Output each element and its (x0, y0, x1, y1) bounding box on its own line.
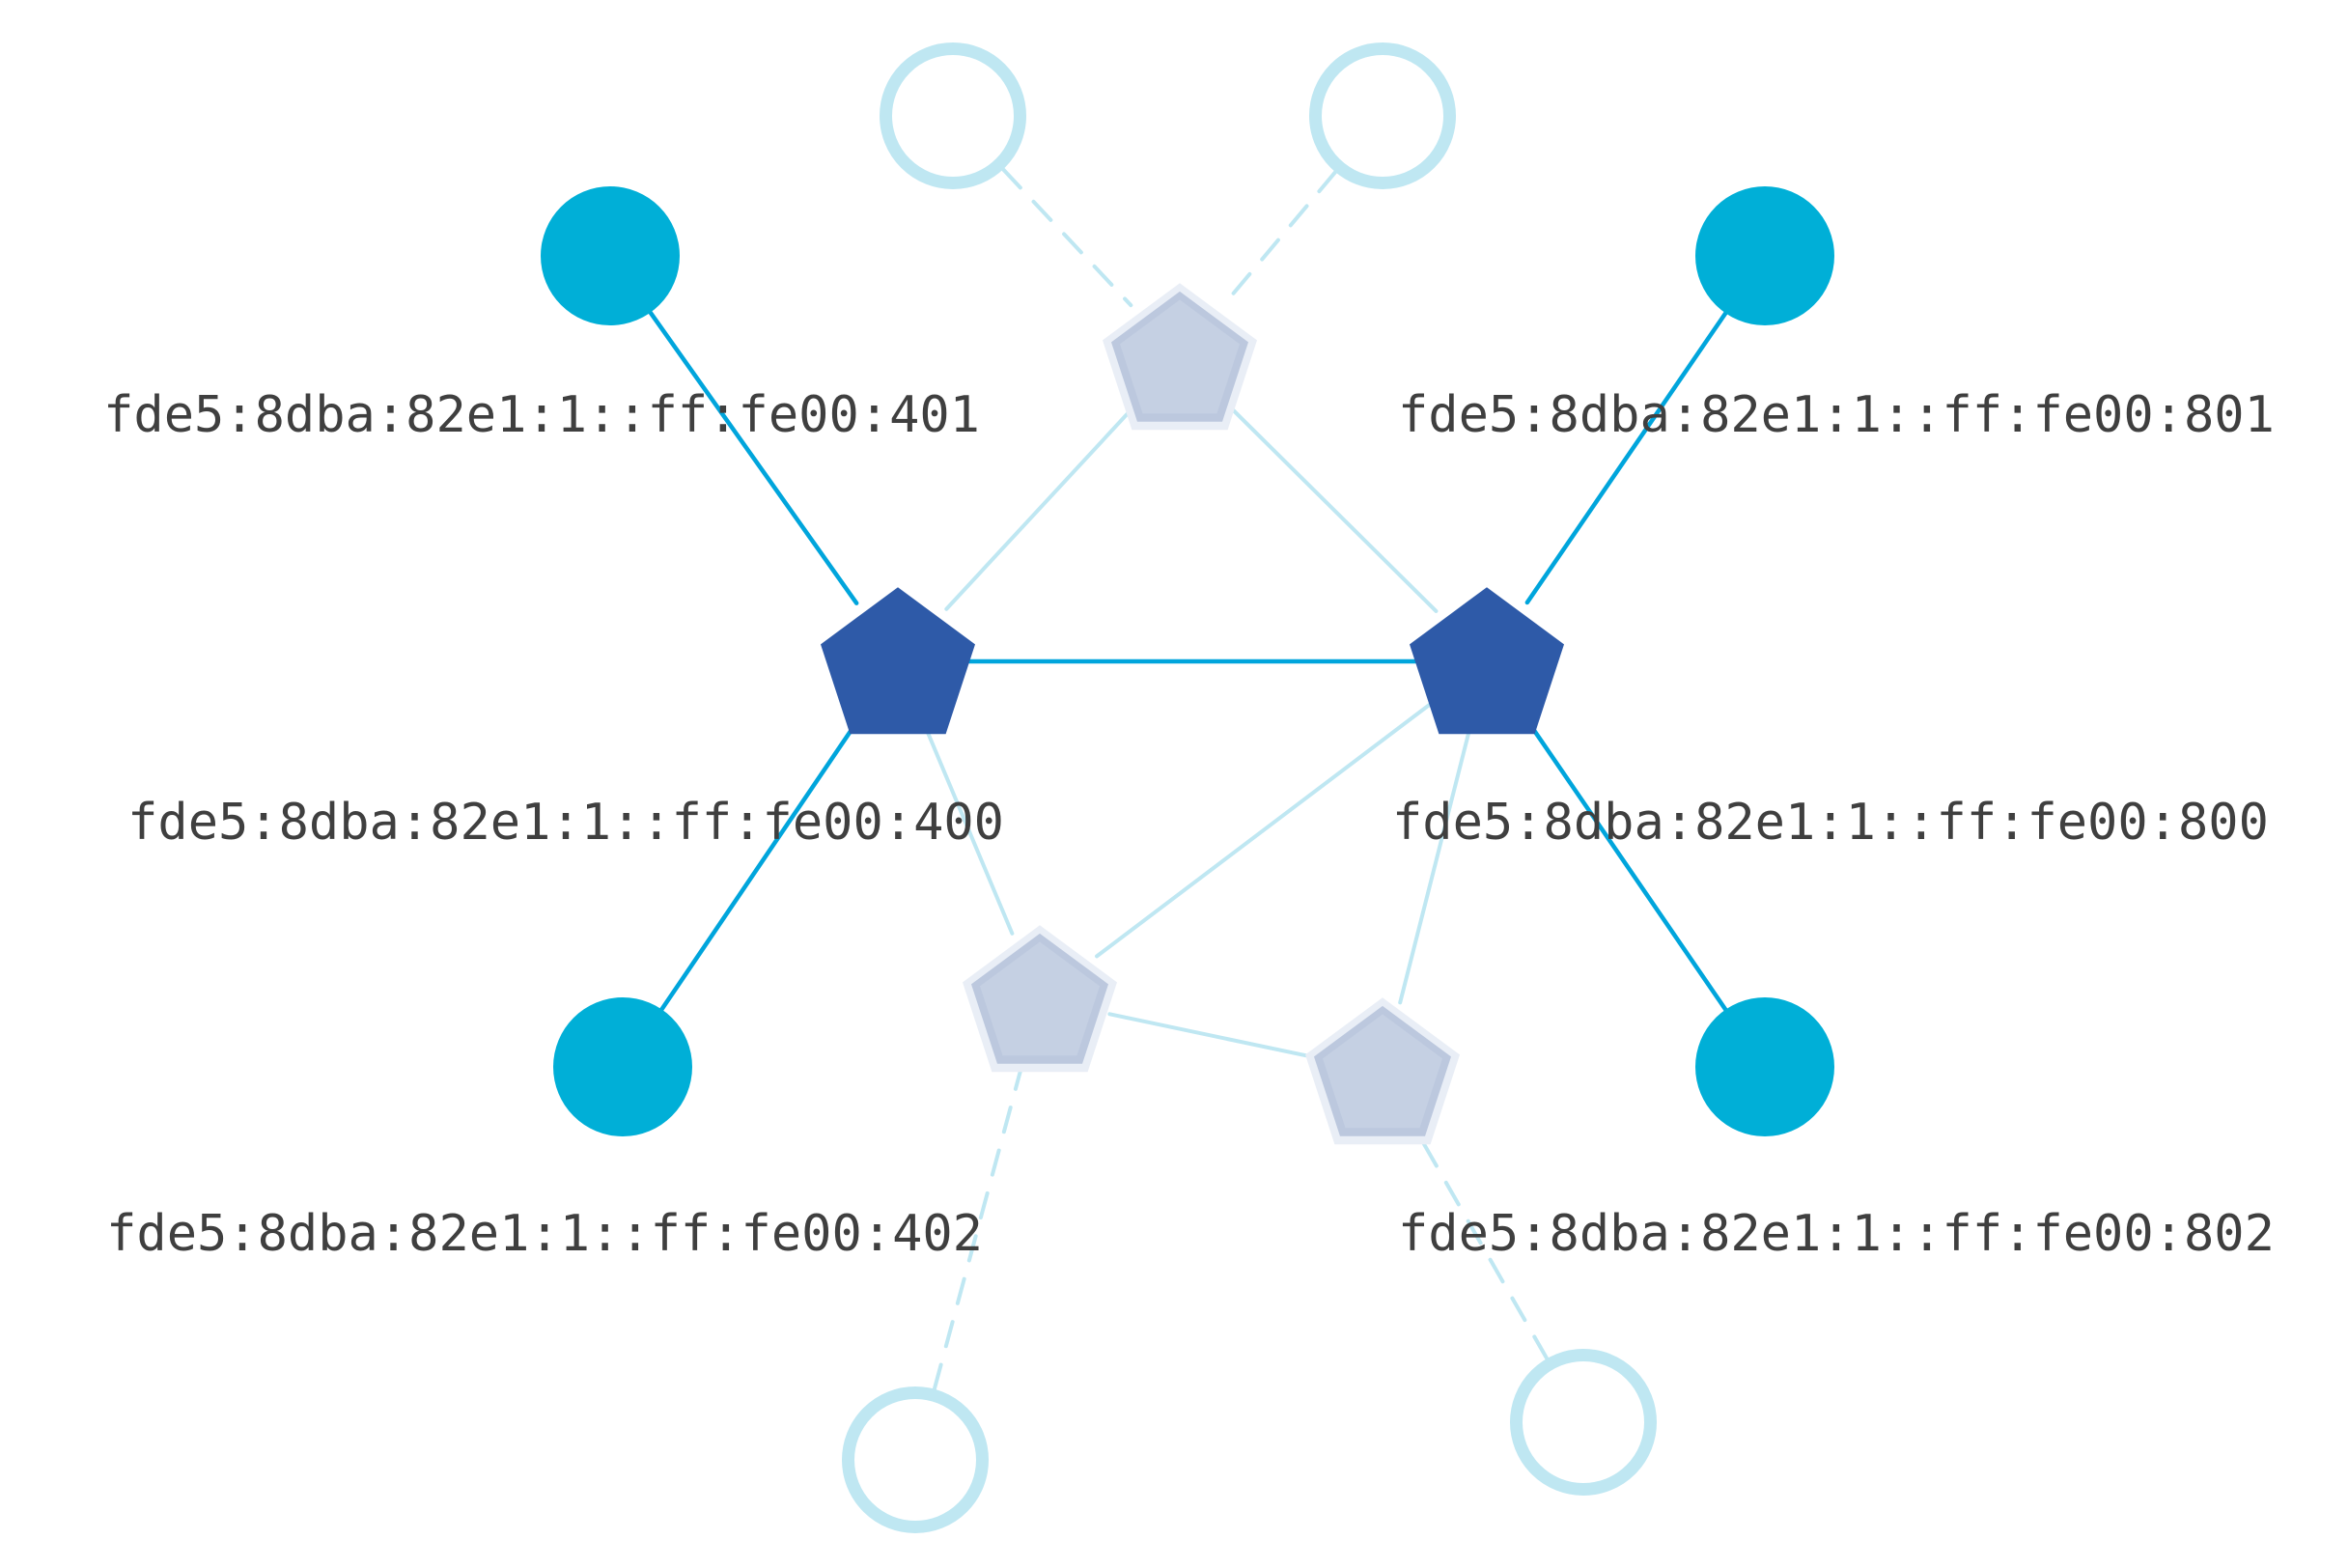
node-c802[interactable] (1695, 997, 1834, 1136)
node-fc3[interactable] (842, 1386, 989, 1533)
ipv6-address-r800: fde5:8dba:82e1:1::ff:fe00:800 (1392, 794, 2269, 852)
node-c401[interactable] (541, 186, 680, 325)
link-c402-r400 (659, 717, 860, 1012)
link-c802-r800 (1524, 717, 1728, 1012)
node-fc2[interactable] (1309, 42, 1456, 189)
node-p4[interactable] (963, 922, 1117, 1077)
node-c801[interactable] (1695, 186, 1834, 325)
node-fc4[interactable] (1510, 1349, 1657, 1496)
pentagon-shape (1410, 587, 1564, 735)
ipv6-address-c402: fde5:8dba:82e1:1::ff:fe00:402 (106, 1205, 983, 1263)
ipv6-address-c401: fde5:8dba:82e1:1::ff:fe00:401 (103, 386, 980, 444)
node-c402[interactable] (553, 997, 692, 1136)
node-r400[interactable] (821, 584, 975, 739)
link-r800-p3 (1228, 406, 1439, 613)
ipv6-address-r400: fde5:8dba:82e1:1::ff:fe00:400 (127, 794, 1004, 852)
ipv6-address-c801: fde5:8dba:82e1:1::ff:fe00:801 (1398, 386, 2275, 444)
node-p3[interactable] (1103, 280, 1257, 434)
link-p4-p5 (1107, 1012, 1315, 1059)
pentagon-shape (821, 587, 975, 735)
link-fc2-p3 (1223, 170, 1338, 305)
link-r400-p4 (923, 725, 1015, 936)
link-fc4-p5 (1415, 1132, 1550, 1361)
node-r800[interactable] (1410, 584, 1564, 739)
link-r800-p5 (1398, 728, 1471, 1005)
link-r800-p4 (1095, 702, 1432, 959)
link-fc1-p3 (1001, 167, 1133, 308)
ipv6-address-c802: fde5:8dba:82e1:1::ff:fe00:802 (1398, 1205, 2275, 1263)
link-r400-p3 (944, 407, 1133, 611)
link-fc3-p4 (932, 1066, 1023, 1391)
node-fc1[interactable] (880, 42, 1026, 189)
link-c801-r800 (1524, 311, 1728, 605)
link-c401-r400 (648, 310, 859, 605)
node-p5[interactable] (1305, 994, 1460, 1149)
